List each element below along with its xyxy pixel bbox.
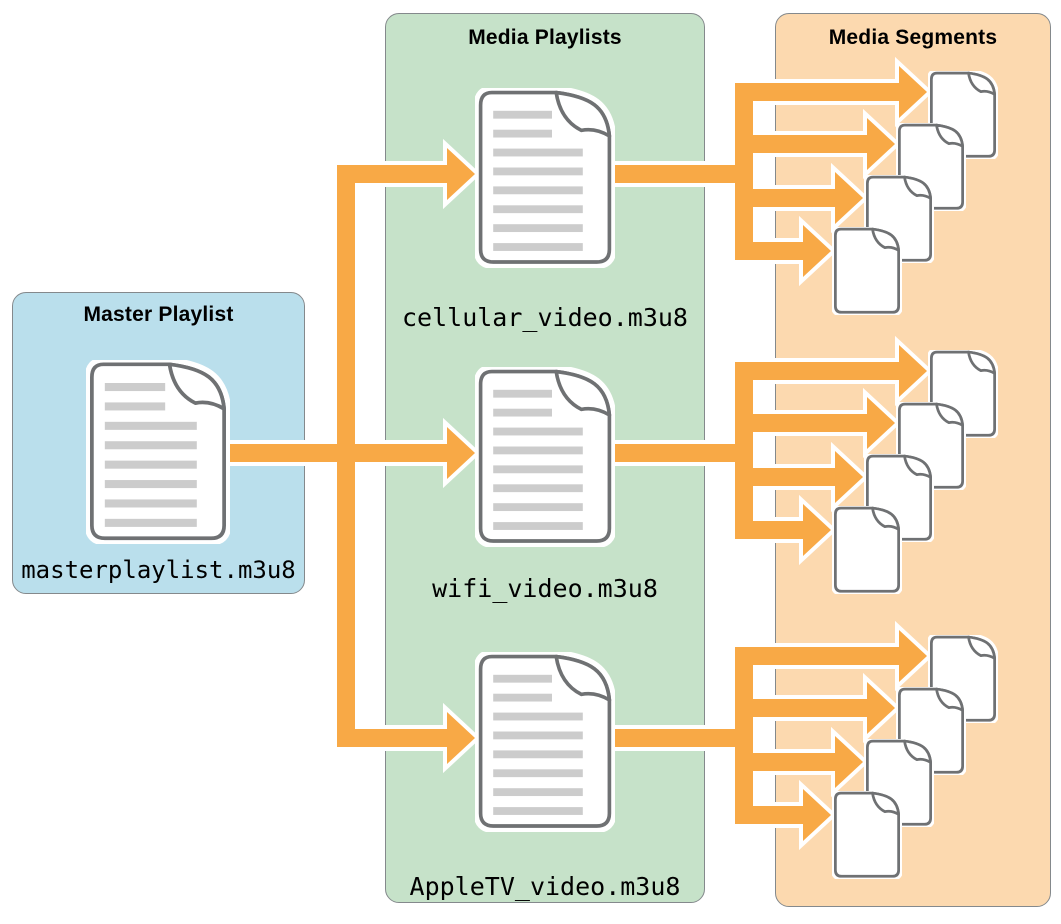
media-playlists-panel-title: Media Playlists (468, 26, 622, 49)
appletv-playlist-document-icon (481, 657, 610, 826)
playlist-to-segments-arrows (593, 620, 933, 851)
arrowhead-icon (835, 451, 863, 503)
arrowhead-icon (867, 682, 895, 734)
arrowhead-icon (835, 736, 863, 788)
arrow-shaft (213, 165, 458, 747)
master-playlist-document-icon (92, 364, 224, 538)
playlist-to-segments-arrows (593, 56, 933, 287)
media-segment-document-icon (835, 229, 898, 312)
media-segment-document-icon (835, 793, 898, 876)
master-to-playlists-arrows (209, 138, 481, 774)
arrow-shaft (597, 362, 914, 539)
arrowhead-icon (803, 789, 831, 841)
master-playlist-panel-title: Master Playlist (83, 303, 234, 326)
arrowhead-icon (447, 148, 475, 200)
arrowhead-icon (867, 397, 895, 449)
arrowhead-icon (899, 345, 927, 397)
arrowhead-icon (867, 118, 895, 170)
arrow-connectors (209, 56, 933, 851)
cellular-playlist-document-icon (481, 93, 610, 262)
wifi-playlist-document-icon (481, 372, 610, 541)
arrowhead-icon (899, 66, 927, 118)
arrowhead-icon (447, 712, 475, 764)
media-segments-panel-title: Media Segments (828, 26, 998, 49)
arrowhead-icon (899, 630, 927, 682)
arrow-shaft (597, 647, 914, 824)
media-segment-document-icon (835, 508, 898, 591)
arrowhead-icon (803, 225, 831, 277)
arrowhead-icon (447, 427, 475, 479)
playlist-to-segments-arrows (593, 335, 933, 566)
arrow-shaft (597, 83, 914, 260)
arrowhead-icon (803, 504, 831, 556)
arrowhead-icon (835, 172, 863, 224)
